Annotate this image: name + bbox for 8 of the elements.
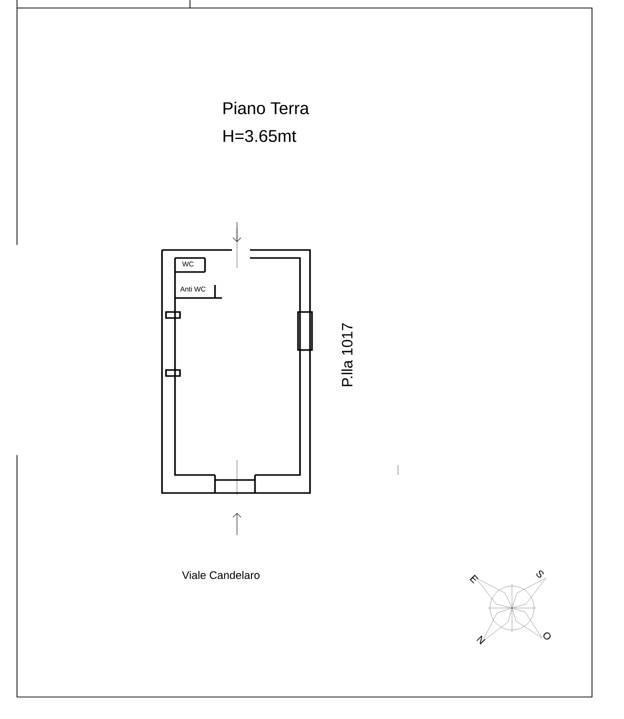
parcel-label: P.lla 1017 xyxy=(342,323,352,386)
compass-letter: E xyxy=(470,574,478,584)
compass-letter: N xyxy=(476,636,486,644)
compass-letter: S xyxy=(536,570,544,578)
plan-title: Piano Terra xyxy=(224,102,310,114)
street-label: Viale Candelaro xyxy=(182,570,260,580)
height-note: H=3.65mt xyxy=(224,130,296,142)
compass-letter: O xyxy=(543,632,551,640)
